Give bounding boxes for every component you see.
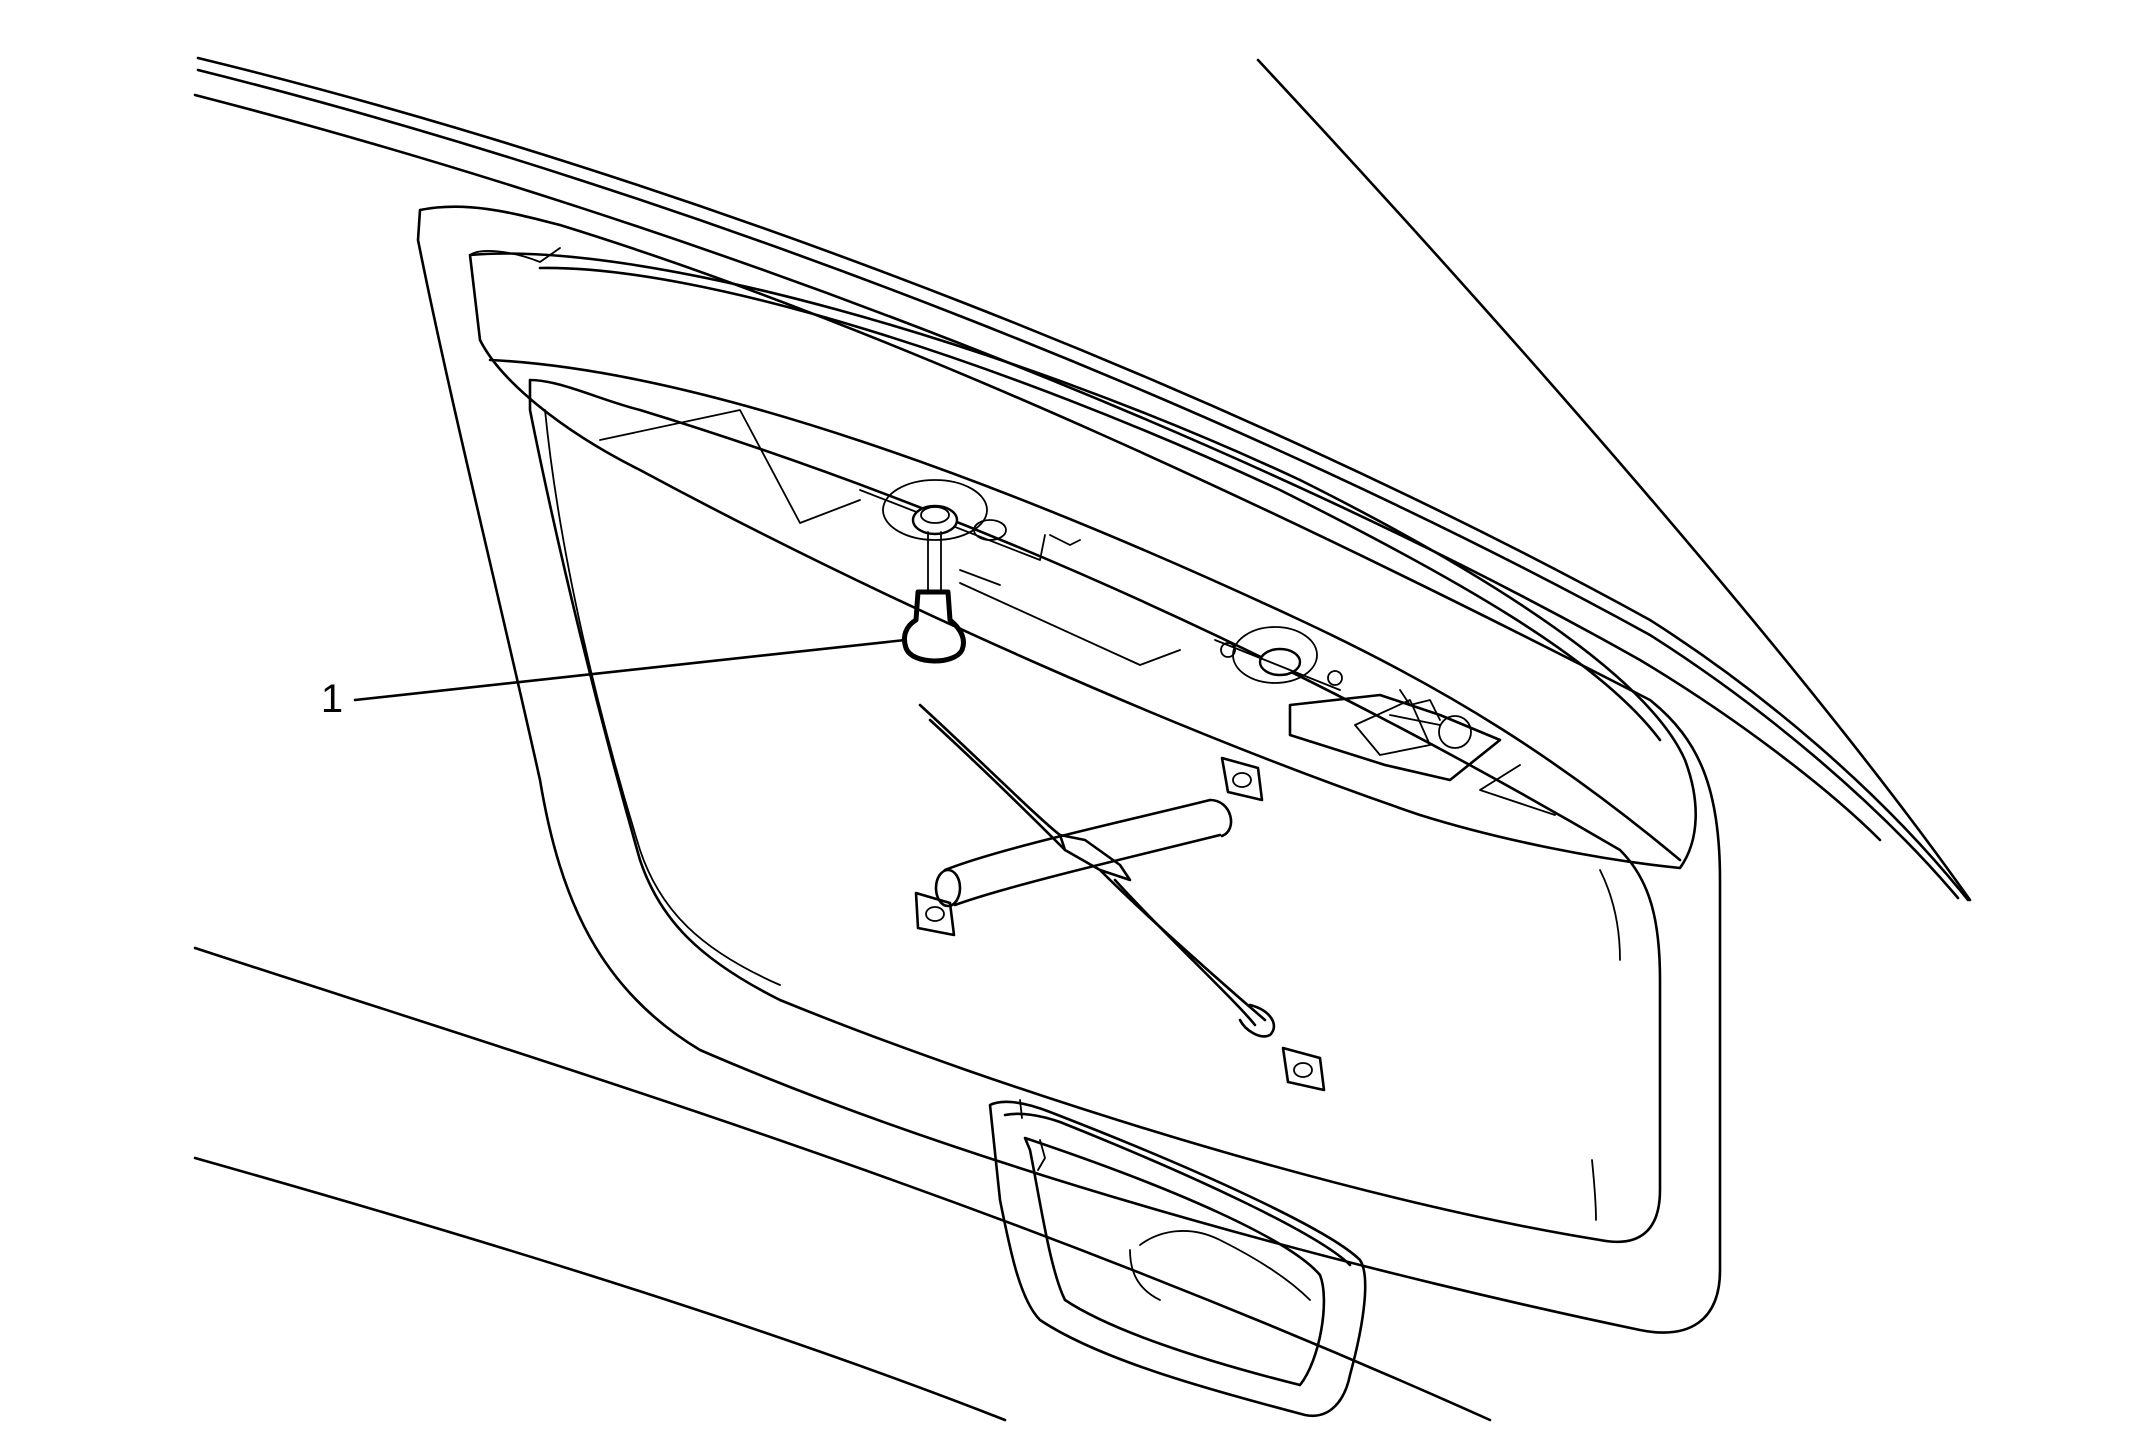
grommet-1 [1220,756,1264,802]
leader-line [353,638,907,702]
fastener-nut [882,479,1007,591]
lower-body-lines [193,946,1492,1422]
callout-1: 1 [321,638,907,721]
right-fastener [1214,626,1343,691]
callout-label: 1 [321,677,343,721]
keyhole-clip [901,589,966,664]
roof-edge-lines [193,56,1972,902]
handle-recess [988,1099,1367,1418]
glass-opening [528,378,1662,1244]
wiper-tube [934,798,1233,908]
liftgate-panel [416,205,1722,1334]
wiper-blade [918,703,1276,1038]
spoiler-trim [468,252,1697,870]
grommet-3 [1281,1046,1326,1092]
mounting-grommets [914,756,1326,1092]
grommet-2 [914,891,956,937]
latch-mechanism [1288,689,1502,782]
spoiler-underside [599,409,1556,816]
